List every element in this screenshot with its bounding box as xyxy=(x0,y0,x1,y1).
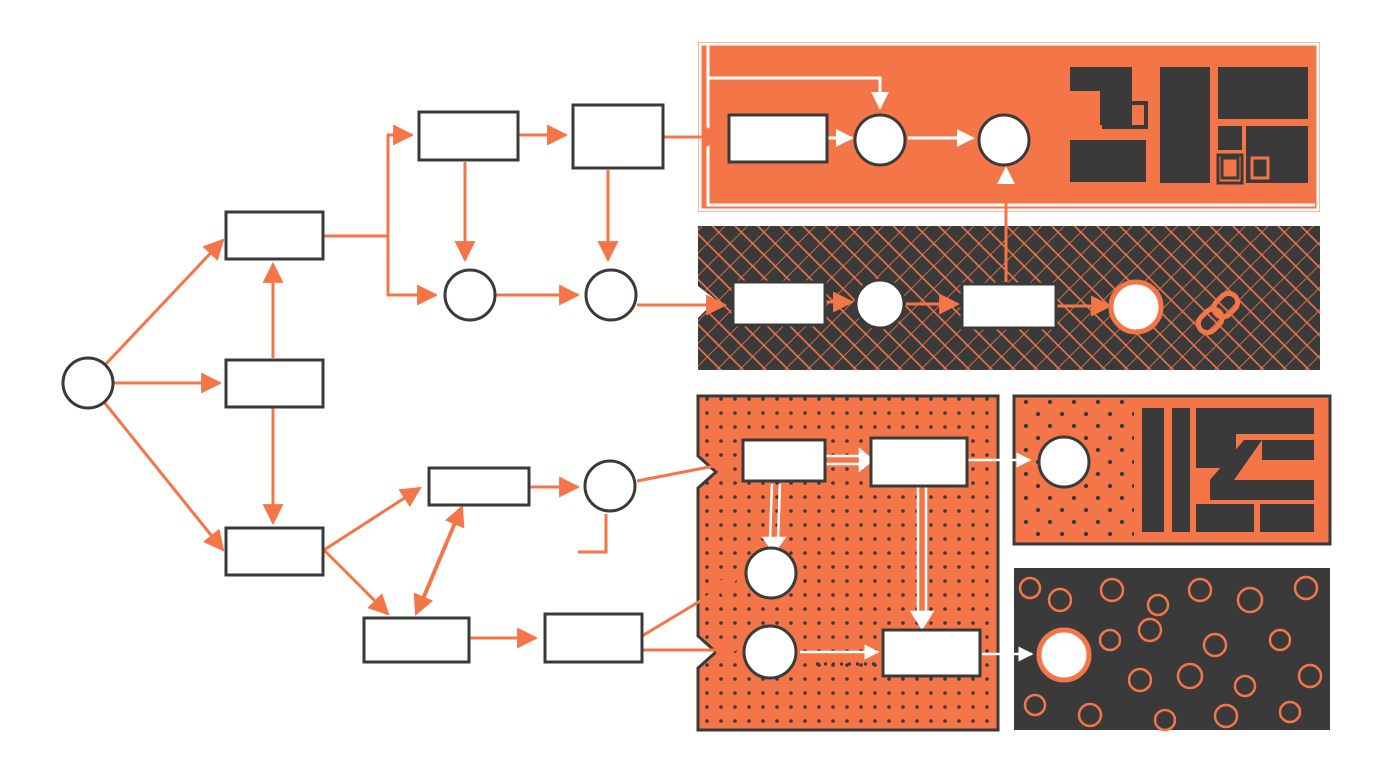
process-box[interactable] xyxy=(881,628,982,678)
process-box[interactable] xyxy=(427,466,531,507)
end-node[interactable] xyxy=(1037,435,1091,489)
process-box[interactable] xyxy=(960,282,1058,330)
building-blocks-icon xyxy=(1142,408,1314,532)
process-box[interactable] xyxy=(362,616,471,664)
end-node[interactable] xyxy=(1108,279,1164,335)
process-box[interactable] xyxy=(224,358,325,409)
right-panel-lower xyxy=(1014,568,1330,732)
process-box[interactable] xyxy=(727,113,829,164)
link-icon xyxy=(1195,290,1241,336)
decision-node[interactable] xyxy=(854,278,906,330)
decision-node[interactable] xyxy=(583,459,637,513)
decision-node[interactable] xyxy=(584,268,638,322)
decision-node[interactable] xyxy=(977,113,1031,167)
decision-node[interactable] xyxy=(742,624,798,680)
process-box[interactable] xyxy=(543,612,644,664)
start-node[interactable] xyxy=(61,356,115,410)
rings-pattern xyxy=(1018,575,1323,732)
connectors xyxy=(102,124,1113,661)
building-blocks-icon xyxy=(1070,67,1308,185)
panel-connectors-bottom xyxy=(761,447,1034,666)
decision-node[interactable] xyxy=(744,546,798,600)
process-box[interactable] xyxy=(869,436,969,488)
process-box[interactable] xyxy=(224,210,325,261)
process-box[interactable] xyxy=(741,438,827,483)
end-node[interactable] xyxy=(1036,627,1092,683)
decision-node[interactable] xyxy=(443,268,497,322)
process-box[interactable] xyxy=(224,526,325,577)
nodes xyxy=(61,103,1164,683)
top-right-panel xyxy=(698,42,1320,212)
decision-node[interactable] xyxy=(853,113,907,167)
process-box[interactable] xyxy=(731,280,827,327)
process-box[interactable] xyxy=(571,103,665,170)
process-box[interactable] xyxy=(417,110,520,162)
